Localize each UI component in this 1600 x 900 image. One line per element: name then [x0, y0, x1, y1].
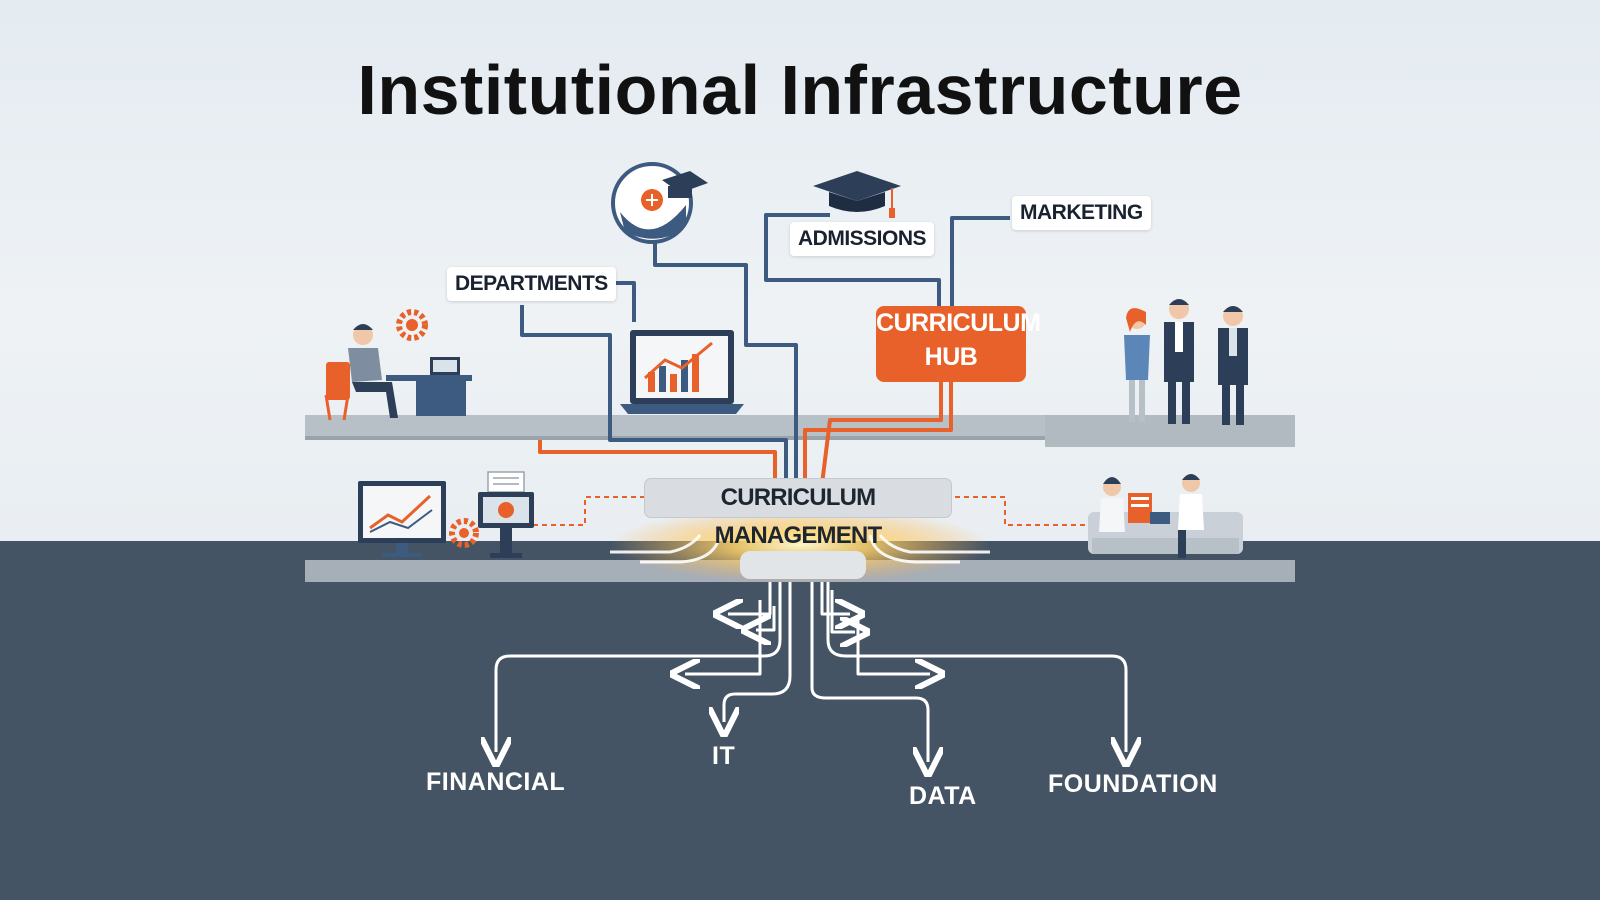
- label-foundation: FOUNDATION: [1048, 770, 1218, 798]
- label-marketing: MARKETING: [1012, 196, 1151, 230]
- label-data: DATA: [909, 782, 977, 810]
- graduation-cap-icon: [813, 171, 901, 218]
- white-conduits: [610, 534, 990, 564]
- laptop-chart-icon: [620, 330, 744, 414]
- curriculum-hub-line1: CURRICULUM: [876, 309, 1041, 337]
- person-at-desk-icon: [324, 324, 472, 421]
- globe-cap-icon: [611, 162, 708, 244]
- dashed-links: [530, 496, 1085, 526]
- blue-connectors: [520, 213, 1010, 500]
- curriculum-management-box: CURRICULUM MANAGEMENT: [644, 478, 952, 549]
- orange-connectors: [538, 382, 953, 501]
- monitor-chart-icon: [358, 481, 446, 557]
- upper-platform: [305, 415, 1295, 447]
- ground-area: [0, 541, 1600, 900]
- label-it: IT: [712, 742, 736, 770]
- bottom-branches: [496, 582, 1126, 762]
- gear-icon: [396, 309, 428, 341]
- gear-icon: [449, 518, 479, 548]
- team-group-icon: [1124, 299, 1248, 425]
- energy-glow: [610, 507, 990, 583]
- page-title: Institutional Infrastructure: [357, 51, 1243, 129]
- kiosk-icon: [478, 471, 534, 558]
- label-financial: FINANCIAL: [426, 768, 566, 796]
- curriculum-hub-line2: HUB: [924, 343, 978, 371]
- curriculum-hub-box: CURRICULUM HUB: [876, 306, 1041, 382]
- meeting-icon: [1088, 474, 1243, 558]
- central-node: [740, 551, 866, 579]
- label-departments: DEPARTMENTS: [447, 267, 616, 301]
- label-admissions: ADMISSIONS: [790, 222, 935, 256]
